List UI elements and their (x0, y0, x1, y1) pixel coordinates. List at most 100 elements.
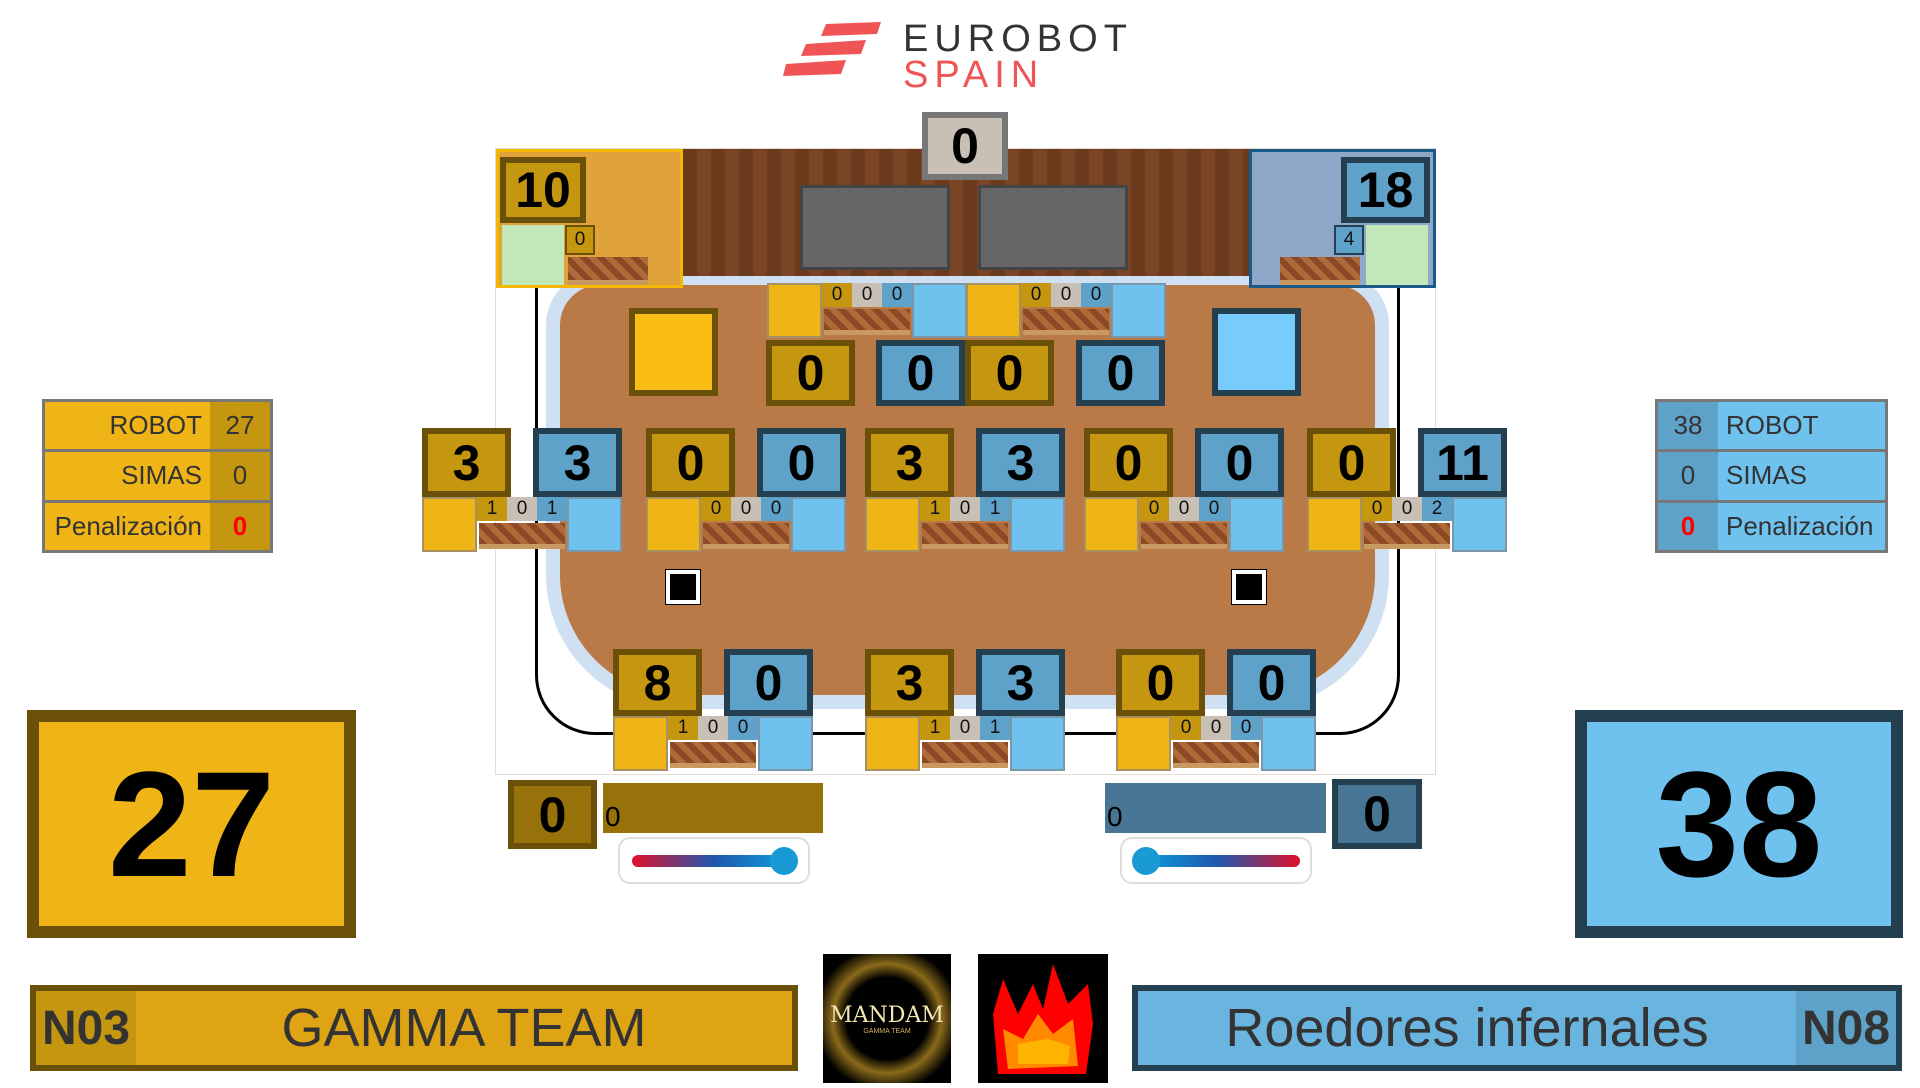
mid-score-box: 3 (533, 428, 622, 497)
yellow-total-score: 27 (27, 710, 356, 938)
yellow-nest-score: 10 (500, 157, 586, 223)
yellow-nest-small: 0 (565, 225, 595, 255)
slot-count: 0 (701, 497, 731, 521)
aruco-marker-left-icon (665, 569, 701, 605)
crate-icon (670, 742, 756, 768)
yellow-team-bar: N03 GAMMA TEAM (30, 985, 798, 1071)
blue-thermometer (1120, 837, 1312, 884)
mid-score-box: 3 (422, 428, 511, 497)
slot-count: 0 (1199, 497, 1229, 521)
slot-count: 0 (950, 716, 980, 740)
yellow-team-logo: MANDAM GAMMA TEAM (823, 954, 951, 1083)
blue-progress-bar: 0 (1105, 783, 1326, 833)
blue-nest-score: 18 (1341, 157, 1430, 223)
simas-label: SIMAS (1726, 460, 1807, 491)
mid-score-box: 0 (757, 428, 846, 497)
penalty-value: 0 (210, 502, 270, 550)
slot-count: 1 (980, 716, 1010, 740)
robot-value: 38 (1658, 402, 1718, 450)
bottom-score-box: 8 (613, 649, 702, 716)
simas-value: 0 (1658, 452, 1718, 500)
blue-start-zone (1212, 308, 1301, 396)
top-score-box: 0 (1076, 340, 1165, 406)
blue-total-score: 38 (1575, 710, 1903, 938)
robot-label: ROBOT (1726, 410, 1819, 441)
penalty-label: Penalización (1726, 510, 1874, 541)
aruco-marker-right-icon (1231, 569, 1267, 605)
slot-count: 0 (852, 283, 882, 307)
slot-count: 0 (1139, 497, 1169, 521)
slot-count: 0 (1021, 283, 1051, 307)
top-score-box: 0 (965, 340, 1054, 406)
bottom-score-box: 3 (976, 649, 1065, 716)
slot-count: 2 (1422, 497, 1452, 521)
yellow-team-code: N03 (36, 991, 136, 1065)
logo-stripes-icon (783, 22, 881, 76)
yellow-progress-bar: 0 (603, 783, 823, 833)
slot-blue-zone (912, 283, 967, 338)
slot-count: 0 (882, 283, 912, 307)
blue-nest-crate-icon (1280, 257, 1360, 285)
crate-icon (1364, 523, 1450, 549)
logo-subtext: GAMMA TEAM (863, 1027, 911, 1035)
bottom-score-box: 0 (724, 649, 813, 716)
slot-blue-zone (1010, 716, 1065, 771)
blue-team-name: Roedores infernales (1225, 998, 1709, 1058)
slot-blue-zone (1010, 497, 1065, 552)
slot-count: 1 (920, 497, 950, 521)
crate-icon (922, 523, 1008, 549)
slot-count: 0 (507, 497, 537, 521)
blue-nest-small: 4 (1334, 225, 1364, 255)
simas-label: SIMAS (121, 460, 202, 491)
slot-yellow-zone (865, 497, 920, 552)
bottom-score-box: 0 (1116, 649, 1205, 716)
crate-icon (922, 742, 1008, 768)
slot-count: 1 (920, 716, 950, 740)
slot-count: 0 (1171, 716, 1201, 740)
yellow-bar-value: 0 (605, 801, 621, 832)
crate-icon (479, 523, 565, 549)
slot-count: 0 (1362, 497, 1392, 521)
slot-count: 0 (728, 716, 758, 740)
slot-blue-zone (791, 497, 846, 552)
slot-blue-zone (1229, 497, 1284, 552)
slot-count: 0 (698, 716, 728, 740)
slot-blue-zone (1261, 716, 1316, 771)
mid-score-box: 0 (646, 428, 735, 497)
slot-yellow-zone (1116, 716, 1171, 771)
slot-yellow-zone (1307, 497, 1362, 552)
slot-count: 1 (980, 497, 1010, 521)
slot-count: 0 (1392, 497, 1422, 521)
penalty-label: Penalización (54, 510, 202, 541)
blue-team-logo-fire-icon (978, 954, 1108, 1083)
logo-line1: EUROBOT (903, 18, 1133, 60)
yellow-bar-score: 0 (508, 780, 597, 849)
mid-score-box: 11 (1418, 428, 1507, 497)
slot-count: 0 (1051, 283, 1081, 307)
slot-yellow-zone (767, 283, 822, 338)
crate-icon (824, 309, 910, 335)
bottom-score-box: 3 (865, 649, 954, 716)
mid-score-box: 0 (1195, 428, 1284, 497)
slot-blue-zone (758, 716, 813, 771)
slot-count: 0 (822, 283, 852, 307)
slot-count: 0 (950, 497, 980, 521)
blue-team-bar: Roedores infernales N08 (1132, 985, 1902, 1071)
logo-line2: SPAIN (903, 54, 1045, 96)
grey-platform-right (978, 185, 1128, 270)
yellow-start-zone (629, 308, 718, 396)
slot-count: 0 (1231, 716, 1261, 740)
mid-score-box: 0 (1307, 428, 1396, 497)
mid-score-box: 3 (976, 428, 1065, 497)
slot-yellow-zone (613, 716, 668, 771)
slot-count: 0 (1169, 497, 1199, 521)
robot-value: 27 (210, 402, 270, 450)
crate-icon (1141, 523, 1227, 549)
slot-count: 1 (477, 497, 507, 521)
slot-yellow-zone (422, 497, 477, 552)
robot-label: ROBOT (109, 410, 202, 441)
blue-team-code: N08 (1796, 991, 1896, 1065)
eurobot-logo: EUROBOT SPAIN (781, 18, 1151, 96)
